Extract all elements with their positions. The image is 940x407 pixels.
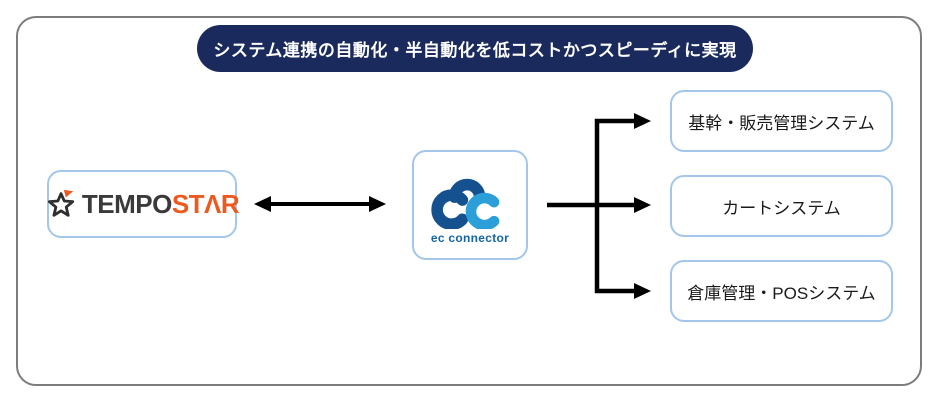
target-node-core-sales-system: 基幹・販売管理システム bbox=[670, 90, 893, 152]
target-node-label: 倉庫管理・POSシステム bbox=[687, 283, 876, 303]
tempostar-wordmark-tempo: TEMPO bbox=[81, 188, 172, 219]
cloud-icon bbox=[426, 173, 514, 229]
star-icon bbox=[45, 188, 79, 220]
ec-connector-node: ec connector bbox=[412, 150, 528, 260]
target-node-label: 基幹・販売管理システム bbox=[688, 113, 875, 133]
target-node-cart-system: カートシステム bbox=[670, 175, 893, 237]
tempostar-node: TEMPOSTΛR bbox=[45, 170, 240, 238]
title-banner: システム連携の自動化・半自動化を低コストかつスピーディに実現 bbox=[197, 25, 753, 72]
title-banner-text: システム連携の自動化・半自動化を低コストかつスピーディに実現 bbox=[213, 41, 737, 60]
target-node-label: カートシステム bbox=[722, 198, 841, 218]
tempostar-wordmark-star: STΛR bbox=[171, 188, 240, 219]
ec-connector-label: ec connector bbox=[430, 231, 510, 245]
tempostar-wordmark: TEMPOSTΛR bbox=[81, 188, 240, 220]
target-node-warehouse-pos-system: 倉庫管理・POSシステム bbox=[670, 260, 893, 322]
